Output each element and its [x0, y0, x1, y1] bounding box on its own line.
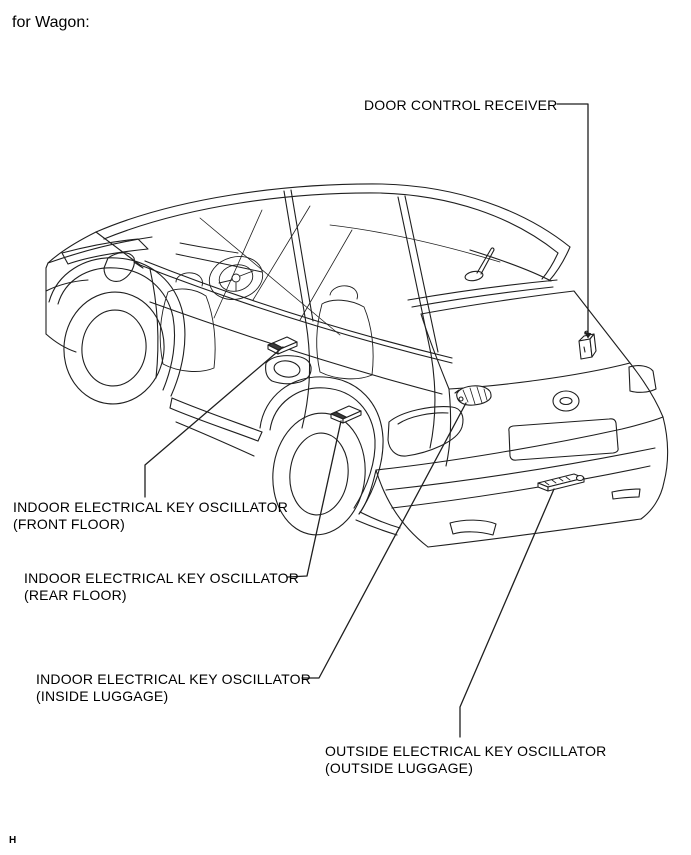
leader-rear-floor: [287, 420, 342, 578]
page-footer-mark: H: [9, 835, 17, 846]
left-tail-light: [387, 406, 464, 457]
rear-floor-oscillator-component: [330, 405, 362, 424]
label-inside-luggage-oscillator: INDOOR ELECTRICAL KEY OSCILLATOR (INSIDE…: [36, 671, 311, 705]
page-title: for Wagon:: [12, 14, 90, 31]
label-line: OUTSIDE ELECTRICAL KEY OSCILLATOR: [325, 743, 607, 759]
label-line: INDOOR ELECTRICAL KEY OSCILLATOR: [24, 570, 300, 586]
label-outside-luggage-oscillator: OUTSIDE ELECTRICAL KEY OSCILLATOR (OUTSI…: [325, 743, 607, 777]
front-floor-oscillator-component: [267, 336, 298, 355]
label-front-floor-oscillator: INDOOR ELECTRICAL KEY OSCILLATOR (FRONT …: [13, 499, 288, 533]
antenna: [464, 247, 495, 282]
label-line: DOOR CONTROL RECEIVER: [364, 97, 558, 113]
door-handle: [265, 355, 312, 385]
label-line: (INSIDE LUGGAGE): [36, 688, 169, 704]
label-rear-floor-oscillator: INDOOR ELECTRICAL KEY OSCILLATOR (REAR F…: [24, 570, 299, 604]
car-roof: [95, 183, 571, 282]
car-rear: [375, 279, 669, 548]
side-mirror: [103, 252, 135, 282]
license-plate-recess: [508, 418, 619, 461]
label-line: (REAR FLOOR): [24, 587, 127, 603]
label-line: (FRONT FLOOR): [13, 516, 126, 532]
leader-door-control-receiver: [556, 103, 589, 338]
inside-luggage-oscillator-component: [454, 385, 492, 406]
door-control-receiver-component: [578, 330, 597, 360]
label-line: INDOOR ELECTRICAL KEY OSCILLATOR: [36, 671, 312, 687]
label-line: INDOOR ELECTRICAL KEY OSCILLATOR: [13, 499, 289, 515]
car-front: [45, 231, 159, 379]
plate-lamp: [449, 519, 497, 536]
outside-luggage-oscillator-component: [537, 473, 585, 492]
right-tail-light: [628, 365, 657, 393]
leader-lines: [144, 103, 592, 738]
leader-inside-luggage: [301, 402, 467, 679]
label-door-control-receiver: DOOR CONTROL RECEIVER: [364, 97, 557, 114]
leader-outside-luggage: [459, 488, 555, 738]
label-line: (OUTSIDE LUGGAGE): [325, 760, 474, 776]
leader-front-floor: [144, 346, 284, 498]
wheels: [48, 257, 384, 536]
car-interior: [159, 205, 501, 380]
steering-wheel: [208, 256, 264, 300]
emblem: [552, 390, 580, 412]
